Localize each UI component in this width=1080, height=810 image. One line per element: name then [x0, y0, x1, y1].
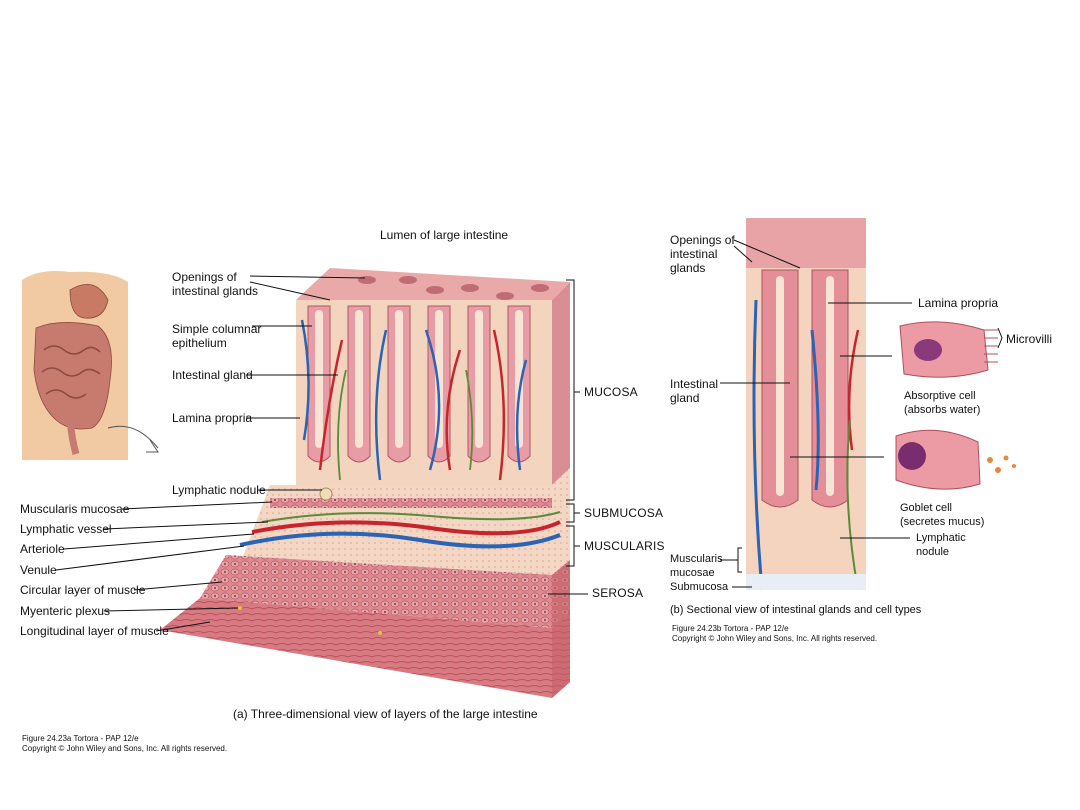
- absorptive-cell-label: Absorptive cell (absorbs water): [904, 390, 981, 416]
- longitudinal-muscle-label: Longitudinal layer of muscle: [20, 624, 169, 638]
- lymphatic-nodule-label-a: Lymphatic nodule: [172, 483, 266, 497]
- muscularis-mucosae-label-b: Muscularis mucosae: [670, 553, 723, 579]
- submucosa-label-b: Submucosa: [670, 581, 729, 593]
- goblet-cell-illustration: [895, 429, 1016, 490]
- credit-b: Figure 24.23b Tortora - PAP 12/e Copyrig…: [672, 624, 878, 643]
- intestinal-gland-label-b: Intestinal gland: [670, 377, 719, 405]
- openings-label-a: Openings of intestinal glands: [172, 270, 259, 298]
- panel-b-leader-lines: [720, 239, 1003, 588]
- sectional-view-column: [746, 218, 866, 591]
- lamina-propria-label-a: Lamina propria: [172, 411, 253, 425]
- panel-a-leader-lines: [55, 275, 588, 632]
- circular-muscle-label: Circular layer of muscle: [20, 583, 146, 597]
- lamina-propria-label-b: Lamina propria: [918, 296, 999, 310]
- caption-b: (b) Sectional view of intestinal glands …: [670, 604, 922, 616]
- caption-a: (a) Three-dimensional view of layers of …: [233, 707, 538, 721]
- lymphatic-nodule-label-b: Lymphatic nodule: [916, 532, 966, 558]
- venule-label: Venule: [20, 563, 57, 577]
- arteriole-label: Arteriole: [20, 542, 65, 556]
- myenteric-plexus-label: Myenteric plexus: [20, 604, 111, 618]
- credit-a: Figure 24.23a Tortora - PAP 12/e Copyrig…: [22, 734, 228, 753]
- simple-columnar-label: Simple columnar epithelium: [172, 322, 262, 350]
- openings-label-b: Openings of intestinal glands: [670, 233, 735, 275]
- muscularis-layer-label: MUSCULARIS: [584, 539, 665, 553]
- microvilli-label: Microvilli: [1006, 332, 1052, 346]
- muscularis-mucosae-label-a: Muscularis mucosae: [20, 502, 130, 516]
- mucosa-layer-label: MUCOSA: [584, 385, 638, 399]
- abdomen-inset-illustration: [22, 271, 159, 460]
- serosa-layer-label: SEROSA: [592, 586, 644, 600]
- lymphatic-vessel-label: Lymphatic vessel: [20, 522, 112, 536]
- absorptive-cell-illustration: [899, 321, 998, 378]
- goblet-cell-label: Goblet cell (secretes mucus): [900, 502, 985, 528]
- submucosa-layer-label: SUBMUCOSA: [584, 506, 664, 520]
- lumen-label: Lumen of large intestine: [380, 228, 509, 242]
- intestinal-gland-label-a: Intestinal gland: [172, 368, 253, 382]
